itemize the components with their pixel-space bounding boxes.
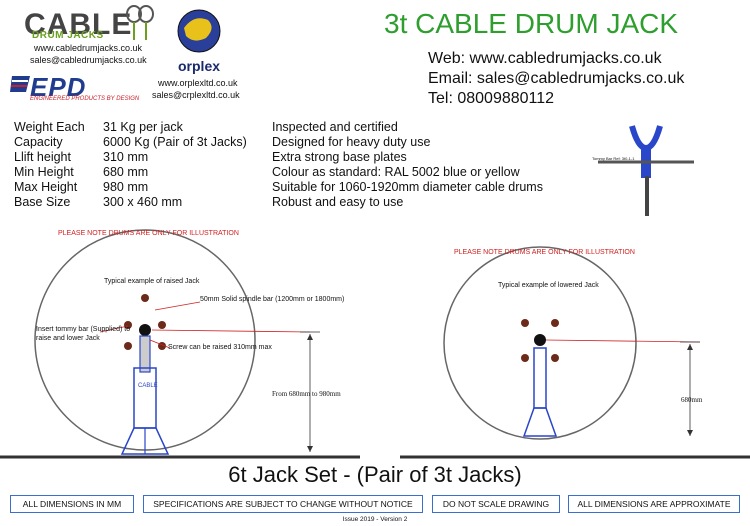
spec-lift-label: Llift height	[14, 150, 71, 164]
no-scale-box: DO NOT SCALE DRAWING	[432, 495, 560, 513]
spec-change-box: SPECIFICATIONS ARE SUBJECT TO CHANGE WIT…	[143, 495, 423, 513]
footer-title: 6t Jack Set - (Pair of 3t Jacks)	[228, 462, 522, 487]
feature-item: Inspected and certified	[272, 120, 398, 134]
tommy-bar-label-1: Insert tommy bar (Supplied) to	[36, 326, 131, 333]
spec-base-value: 300 x 460 mm	[103, 195, 183, 209]
cable-logo: CABLE	[24, 8, 133, 41]
product-image-label: Tommy Bar Ref: 3t0-1-1	[592, 156, 635, 161]
spec-lift-value: 310 mm	[103, 150, 149, 164]
jack-brand-text: CABLE	[138, 383, 158, 389]
spindle-label: 50mm Solid spindle bar (1200mm or 1800mm…	[200, 296, 345, 303]
epd-flag-icon	[10, 76, 30, 92]
approximate-box: ALL DIMENSIONS ARE APPROXIMATE	[568, 495, 740, 513]
drum-jacks-logo-text: DRUM JACKS	[32, 30, 104, 41]
left-web: www.cabledrumjacks.co.uk	[34, 43, 143, 53]
epd-tagline: ENGINEERED PRODUCTS BY DESIGN	[30, 96, 140, 102]
orplex-email: sales@crplexltd.co.uk	[152, 90, 240, 100]
contact-tel: Tel: 08009880112	[428, 90, 555, 107]
page-title: 3t CABLE DRUM JACK	[384, 8, 679, 39]
spec-weight-value: 31 Kg per jack	[103, 120, 183, 134]
epd-logo: EPD	[30, 72, 87, 102]
feature-item: Extra strong base plates	[272, 150, 407, 164]
drum-jack-logo-icon	[126, 5, 154, 40]
contact-email: Email: sales@cabledrumjacks.co.uk	[428, 70, 685, 87]
orplex-web: www.orplexltd.co.uk	[158, 78, 238, 88]
spec-max-value: 980 mm	[103, 180, 149, 194]
screw-label: Screw can be raised 310mm max	[168, 344, 272, 351]
spec-min-label: Min Height	[14, 165, 74, 179]
spec-max-label: Max Height	[14, 180, 78, 194]
orplex-logo: orplex	[178, 58, 221, 74]
spec-weight-label: Weight Each	[14, 120, 85, 134]
feature-item: Suitable for 1060-1920mm diameter cable …	[272, 180, 543, 194]
feature-item: Designed for heavy duty use	[272, 135, 431, 149]
spec-min-value: 680 mm	[103, 165, 149, 179]
dimensions-mm-box: ALL DIMENSIONS IN MM	[10, 495, 134, 513]
issue-version: Issue 2019 - Version 2	[342, 516, 408, 523]
left-dimension-label: From 680mm to 980mm	[272, 390, 341, 398]
spec-capacity-label: Capacity	[14, 135, 63, 149]
left-email: sales@cabledrumjacks.co.uk	[30, 55, 147, 65]
lowered-jack-diagram	[400, 246, 750, 459]
jack-product-image	[598, 125, 694, 216]
spec-base-label: Base Size	[14, 195, 71, 209]
contact-web: Web: www.cabledrumjacks.co.uk	[428, 50, 662, 67]
right-dimension-label: 680mm	[681, 396, 703, 404]
lowered-jack-caption: Typical example of lowered Jack	[498, 282, 599, 289]
raised-jack-diagram	[0, 229, 360, 459]
spec-capacity-value: 6000 Kg (Pair of 3t Jacks)	[103, 135, 247, 149]
orplex-globe-icon	[177, 9, 221, 53]
tommy-bar-label-2: raise and lower Jack	[36, 335, 100, 342]
right-drum-note: PLEASE NOTE DRUMS ARE ONLY FOR ILLUSTRAT…	[454, 249, 635, 256]
feature-item: Colour as standard: RAL 5002 blue or yel…	[272, 165, 520, 179]
left-drum-note: PLEASE NOTE DRUMS ARE ONLY FOR ILLUSTRAT…	[58, 230, 239, 237]
raised-jack-caption: Typical example of raised Jack	[104, 278, 200, 285]
feature-item: Robust and easy to use	[272, 195, 404, 209]
